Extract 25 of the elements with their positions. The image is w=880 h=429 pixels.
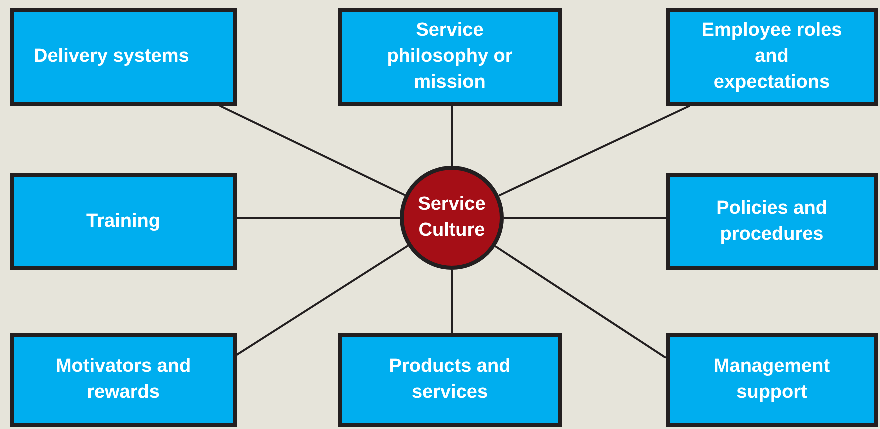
connector-line <box>498 105 690 197</box>
connector-line <box>236 245 409 356</box>
box-label: Management support <box>712 355 832 405</box>
connector-line <box>451 270 453 333</box>
connector-line <box>220 105 406 196</box>
box-label: Service Culture <box>417 193 487 243</box>
connector-line <box>451 106 453 166</box>
topic-box <box>666 173 878 270</box>
connector-line <box>494 246 667 359</box>
box-label: Training <box>86 210 162 234</box>
topic-box <box>666 8 878 106</box>
box-label: Delivery systems <box>33 45 190 69</box>
topic-box <box>10 333 237 427</box>
box-label: Products and services <box>388 355 512 405</box>
box-label: Service philosophy or mission <box>386 19 514 95</box>
connector-line <box>504 217 666 219</box>
topic-box <box>338 8 562 106</box>
topic-box <box>338 333 562 427</box>
connector-line <box>237 217 400 219</box>
topic-box <box>10 173 237 270</box>
box-label: Motivators and rewards <box>54 355 192 405</box>
topic-box <box>666 333 878 427</box>
box-label: Policies and procedures <box>716 196 828 246</box>
box-label: Employee roles and expectations <box>700 19 844 95</box>
topic-box <box>10 8 237 106</box>
